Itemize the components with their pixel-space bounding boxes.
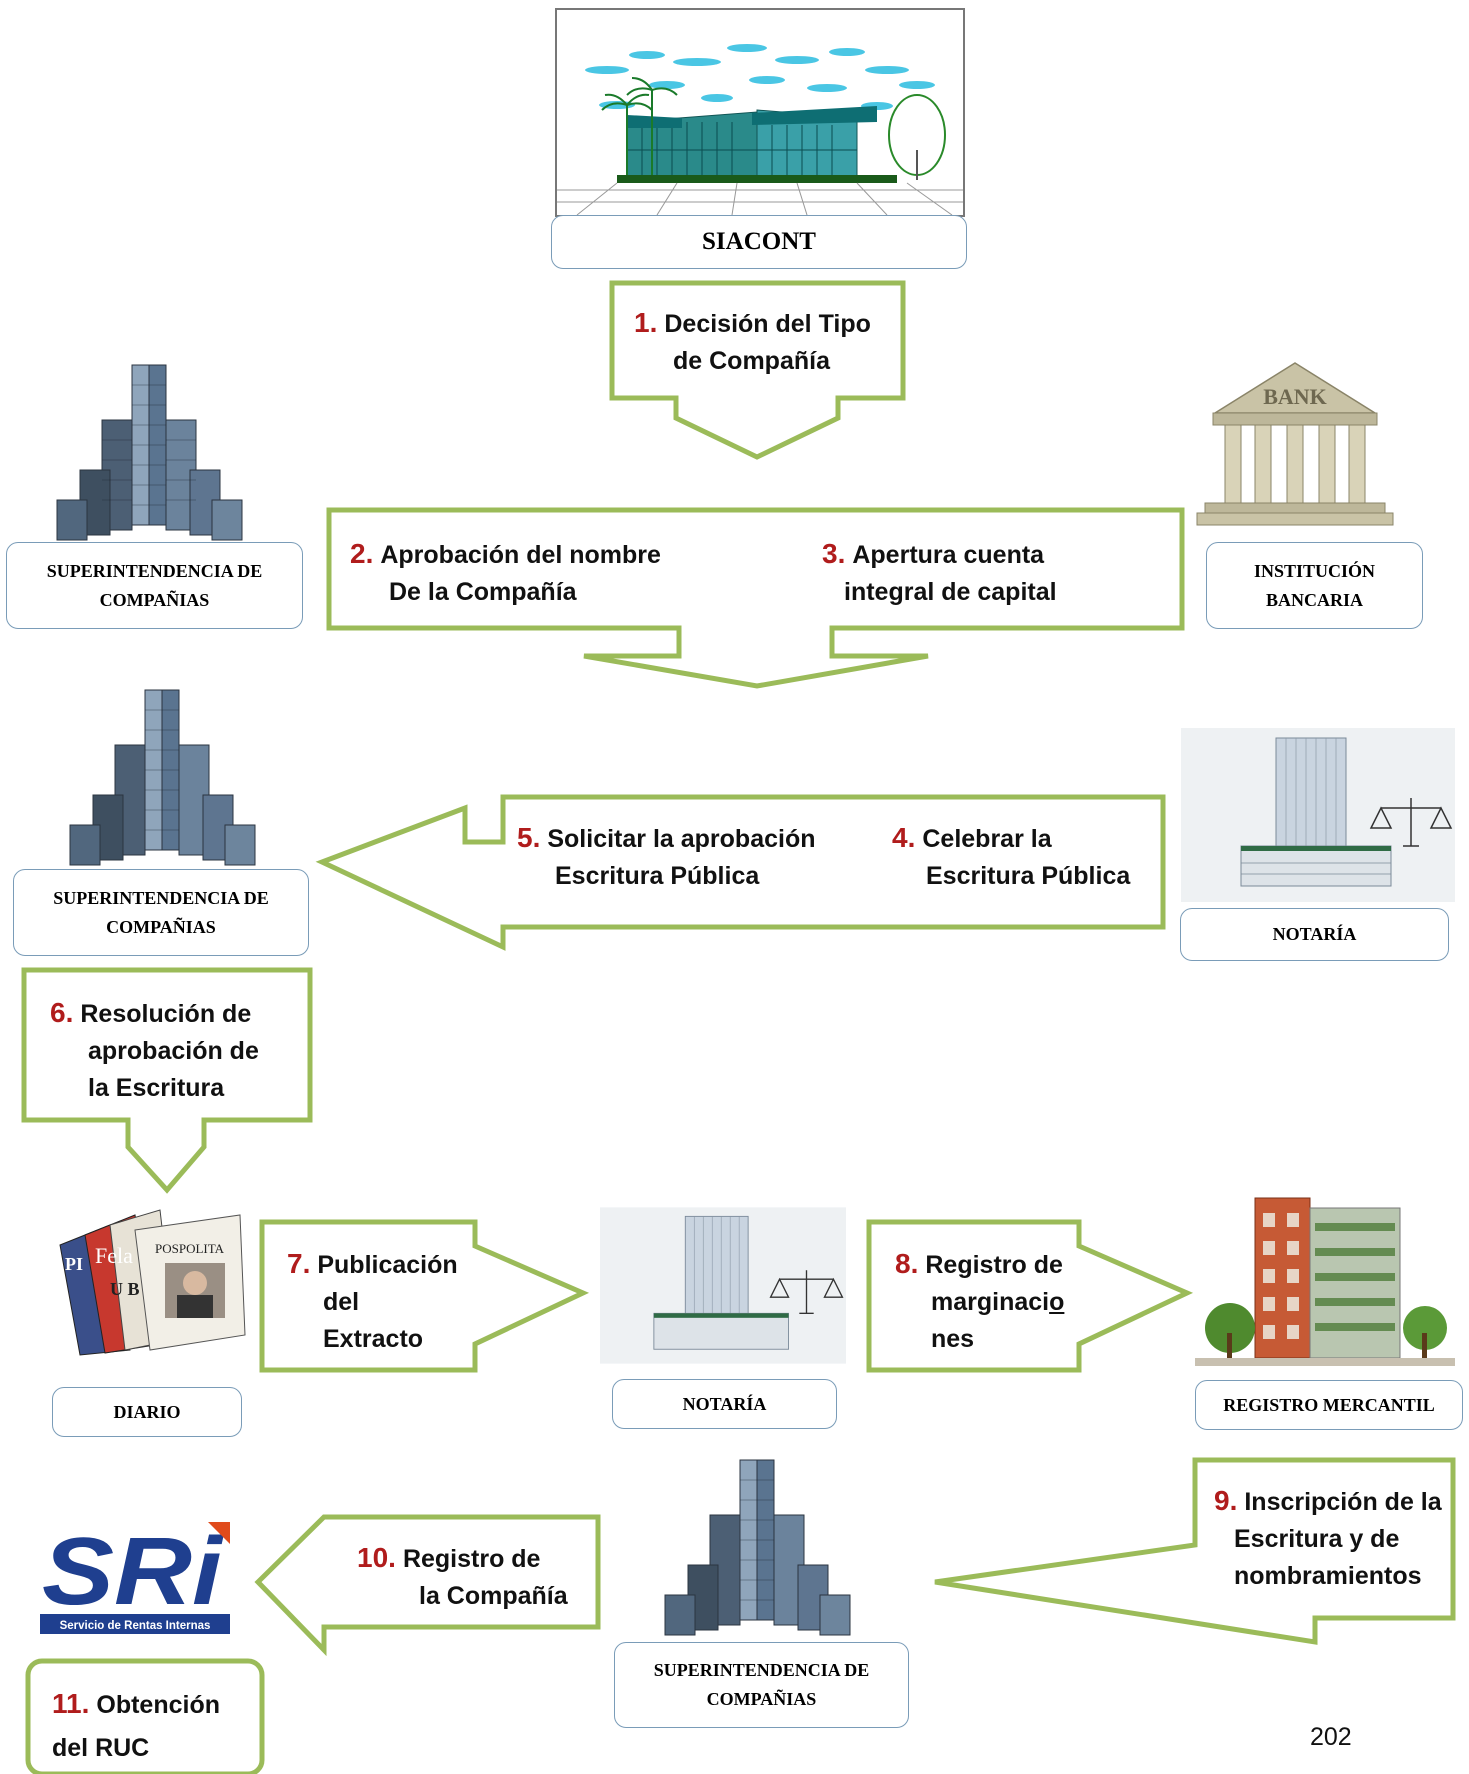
diario-label: DIARIO bbox=[52, 1387, 242, 1437]
step-2-text: 2.Aprobación del nombre De la Compañía bbox=[350, 535, 661, 611]
notaria-label-2-text: NOTARÍA bbox=[682, 1393, 767, 1414]
bank-sign: BANK bbox=[1263, 384, 1327, 409]
step-5-line-2: Escritura Pública bbox=[555, 862, 760, 890]
superintendencia-building-illustration-3 bbox=[664, 1459, 851, 1636]
arrow-step-4-5 bbox=[315, 794, 1166, 951]
newspaper-masthead-1: PI bbox=[65, 1254, 83, 1274]
step-8-number: 8. bbox=[895, 1248, 919, 1279]
superintendencia-label-1: SUPERINTENDENCIA DE COMPAÑIAS bbox=[6, 542, 303, 629]
step-11-number: 11. bbox=[52, 1688, 90, 1719]
step-8-line-2a: marginaci bbox=[931, 1288, 1050, 1316]
step-8-text: 8.Registro de marginacio nes bbox=[895, 1245, 1064, 1358]
step-8-line-2u: o bbox=[1049, 1288, 1065, 1316]
step-2-number: 2. bbox=[350, 538, 374, 569]
step-6-line-3: la Escritura bbox=[88, 1074, 225, 1102]
superintendencia-label-2-text: SUPERINTENDENCIA DE COMPAÑIAS bbox=[53, 887, 269, 937]
newspaper-masthead-2: Fela bbox=[95, 1243, 133, 1268]
registro-mercantil-label: REGISTRO MERCANTIL bbox=[1195, 1380, 1463, 1430]
notaria-label-2: NOTARÍA bbox=[612, 1379, 837, 1429]
step-9-text: 9.Inscripción de la Escritura y de nombr… bbox=[1214, 1482, 1442, 1595]
notaria-building-illustration-1 bbox=[1181, 728, 1455, 902]
bank-building-illustration: BANK bbox=[1196, 362, 1394, 526]
siacont-label: SIACONT bbox=[551, 215, 967, 269]
siacont-building-illustration bbox=[555, 8, 965, 217]
step-9-line-1: Inscripción de la bbox=[1244, 1488, 1442, 1516]
step-7-line-3: Extracto bbox=[323, 1325, 424, 1353]
superintendencia-label-2: SUPERINTENDENCIA DE COMPAÑIAS bbox=[13, 869, 309, 956]
arrow-step-1 bbox=[609, 280, 906, 460]
step-5-number: 5. bbox=[517, 822, 541, 853]
sri-logo: SRi Servicio de Rentas Internas bbox=[40, 1518, 230, 1636]
step-3-text: 3.Apertura cuenta integral de capital bbox=[822, 535, 1057, 611]
step-11-line-1: Obtención bbox=[96, 1691, 220, 1719]
step-4-line-2: Escritura Pública bbox=[926, 862, 1131, 890]
siacont-text: SIACONT bbox=[702, 228, 816, 255]
superintendencia-label-3-text: SUPERINTENDENCIA DE COMPAÑIAS bbox=[653, 1660, 870, 1709]
step-6-line-2: aprobación de bbox=[88, 1037, 259, 1065]
step-4-number: 4. bbox=[892, 822, 916, 853]
arrow-step-10 bbox=[254, 1514, 601, 1657]
superintendencia-label-3: SUPERINTENDENCIA DE COMPAÑIAS bbox=[614, 1642, 909, 1728]
step-9-number: 9. bbox=[1214, 1485, 1238, 1516]
step-9-line-2: Escritura y de bbox=[1234, 1525, 1400, 1553]
step-3-number: 3. bbox=[822, 538, 846, 569]
step-1-text: 1.Decisión del Tipo de Compañía bbox=[634, 304, 871, 380]
step-4-line-1: Celebrar la bbox=[922, 825, 1052, 853]
step-4-text: 4.Celebrar la Escritura Pública bbox=[892, 819, 1130, 895]
step-2-line-2: De la Compañía bbox=[389, 578, 577, 606]
registro-mercantil-label-text: REGISTRO MERCANTIL bbox=[1223, 1394, 1435, 1415]
notaria-label-1-text: NOTARÍA bbox=[1272, 924, 1357, 945]
arrow-step-8 bbox=[866, 1219, 1194, 1373]
registro-mercantil-building-illustration bbox=[1195, 1197, 1455, 1366]
box-step-11 bbox=[25, 1658, 265, 1774]
sri-logo-tagline: Servicio de Rentas Internas bbox=[60, 1620, 211, 1632]
step-6-text: 6.Resolución de aprobación de la Escritu… bbox=[50, 994, 259, 1107]
step-7-line-2: del bbox=[323, 1288, 360, 1316]
notaria-building-illustration-2 bbox=[600, 1207, 846, 1364]
newspaper-masthead-3: U B bbox=[110, 1279, 140, 1299]
step-7-text: 7.Publicación del Extracto bbox=[287, 1245, 458, 1358]
step-5-text: 5.Solicitar la aprobación Escritura Públ… bbox=[517, 819, 816, 895]
step-11-text: 11.Obtención del RUC bbox=[52, 1682, 220, 1770]
step-5-line-1: Solicitar la aprobación bbox=[547, 825, 816, 853]
step-10-text: 10.Registro de la Compañía bbox=[357, 1539, 568, 1615]
arrow-step-2-3 bbox=[326, 507, 1185, 689]
superintendencia-building-illustration-1 bbox=[56, 364, 243, 541]
step-7-line-1: Publicación bbox=[317, 1251, 458, 1279]
step-3-line-2: integral de capital bbox=[844, 578, 1057, 606]
step-1-line-1: Decisión del Tipo bbox=[664, 310, 871, 338]
step-8-line-1: Registro de bbox=[925, 1251, 1063, 1279]
superintendencia-label-1-text: SUPERINTENDENCIA DE COMPAÑIAS bbox=[46, 560, 263, 610]
arrow-step-6 bbox=[21, 967, 313, 1194]
step-7-number: 7. bbox=[287, 1248, 311, 1279]
step-1-number: 1. bbox=[634, 307, 658, 338]
step-1-line-2: de Compañía bbox=[673, 347, 830, 375]
step-8-line-3: nes bbox=[931, 1325, 975, 1353]
diario-label-text: DIARIO bbox=[113, 1401, 181, 1422]
notaria-label-1: NOTARÍA bbox=[1180, 908, 1449, 961]
step-3-line-1: Apertura cuenta bbox=[852, 541, 1045, 569]
step-10-line-1: Registro de bbox=[402, 1545, 541, 1573]
newspaper-stack-illustration: PI Fela U B POSPOLITA bbox=[59, 1209, 246, 1356]
page-number: 202 bbox=[1310, 1723, 1352, 1751]
skyscraper bbox=[56, 364, 243, 541]
bank-label-text: INSTITUCIÓN BANCARIA bbox=[1253, 560, 1376, 610]
step-9-line-3: nombramientos bbox=[1234, 1562, 1422, 1590]
bank-label: INSTITUCIÓN BANCARIA bbox=[1206, 542, 1423, 629]
step-11-line-2: del RUC bbox=[52, 1734, 150, 1762]
step-6-number: 6. bbox=[50, 997, 74, 1028]
step-6-line-1: Resolución de bbox=[80, 1000, 252, 1028]
superintendencia-building-illustration-2 bbox=[69, 689, 256, 866]
arrow-step-7 bbox=[259, 1219, 590, 1373]
sri-logo-letters: SRi bbox=[42, 1518, 225, 1625]
step-10-line-2: la Compañía bbox=[419, 1582, 568, 1610]
newspaper-masthead-4: POSPOLITA bbox=[155, 1241, 225, 1256]
step-10-number: 10. bbox=[357, 1542, 396, 1573]
step-2-line-1: Aprobación del nombre bbox=[380, 541, 661, 569]
arrow-step-9 bbox=[934, 1457, 1456, 1645]
